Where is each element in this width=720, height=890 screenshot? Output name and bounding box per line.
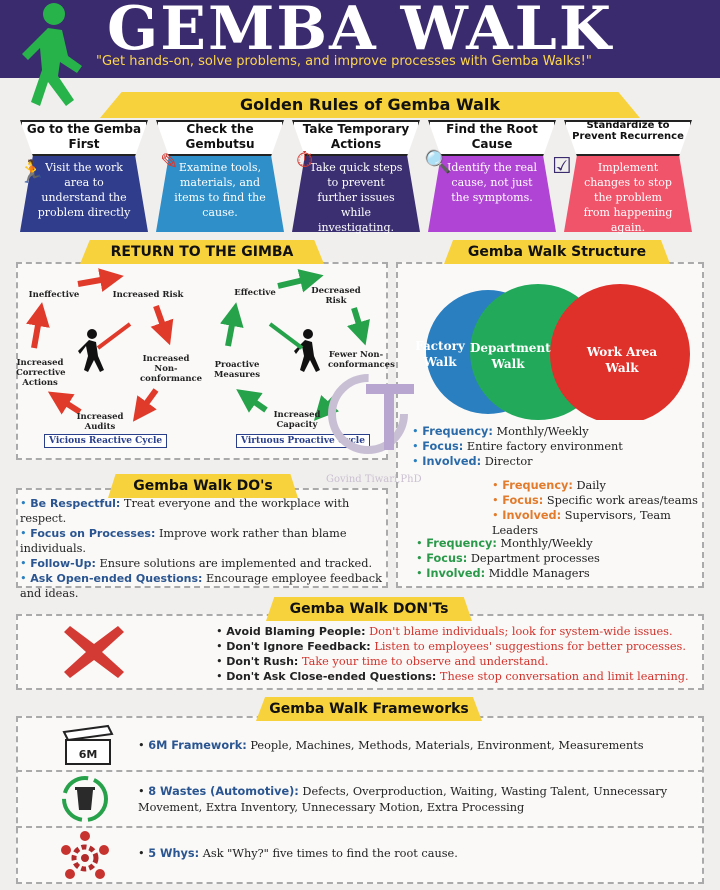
dos-item: • Ask Open-ended Questions: Encourage em…: [20, 572, 382, 600]
factory-frequency: • Frequency: Monthly/Weekly: [412, 425, 589, 438]
red-x-icon: [64, 626, 124, 678]
frameworks-panel: [16, 716, 704, 884]
golden-rule-title: Standardize to Prevent Recurrence: [572, 120, 684, 142]
virtuous-step-decreased-risk: Decreased Risk: [311, 286, 361, 306]
watermark-logo: [328, 374, 414, 454]
vicious-cycle-arrows: [26, 268, 174, 422]
golden-rule-text: Visit the work area to understand the pr…: [37, 161, 131, 219]
golden-rule-text: Implement changes to stop the problem fr…: [583, 161, 673, 234]
vicious-step-increased-risk: Increased Risk: [112, 290, 184, 300]
header: GEMBA WALK "Get hands-on, solve problems…: [0, 0, 720, 106]
6m-box-icon: 6M: [62, 724, 114, 765]
vicious-step-increased-corrective-actions: Increased Corrective Actions: [16, 358, 66, 388]
factory-walk-label: Factory Walk: [415, 339, 465, 369]
golden-rule-body: [564, 156, 692, 232]
return-to-gimba-title: RETURN TO THE GIMBA: [80, 240, 324, 264]
6m-icon-text: 6M: [79, 748, 98, 761]
dos-item: • Be Respectful: Treat everyone and the …: [20, 497, 350, 525]
donts-item: • Don't Ignore Feedback: Listen to emplo…: [216, 640, 686, 653]
dos-item: • Follow-Up: Ensure solutions are implem…: [20, 557, 373, 570]
golden-rule-header: [156, 120, 284, 156]
golden-rule-title: Check the Gembutsu: [185, 122, 255, 151]
recycle-bin-icon: [62, 776, 108, 822]
framework-5-whys: • 5 Whys: Ask "Why?" five times to find …: [138, 847, 458, 860]
structure-title: Gemba Walk Structure: [444, 240, 670, 264]
golden-rule-header: [428, 120, 556, 156]
dos-title: Gemba Walk DO's: [108, 474, 298, 498]
golden-rules-title: Golden Rules of Gemba Walk: [100, 92, 640, 118]
virtuous-step-effective: Effective: [234, 288, 276, 298]
department-walk-details: • Frequency: Monthly/Weekly • Focus: Dep…: [416, 536, 686, 581]
return-to-gimba-panel: [16, 262, 388, 460]
frameworks-title: Gemba Walk Frameworks: [256, 697, 482, 721]
dos-item: • Focus on Processes: Improve work rathe…: [20, 527, 347, 555]
donts-item: • Don't Rush: Take your time to observe …: [216, 655, 549, 668]
donts-title: Gemba Walk DON'Ts: [266, 597, 472, 621]
golden-rule-text: Examine tools, materials, and items to f…: [174, 161, 266, 219]
page-title: GEMBA WALK: [107, 0, 613, 64]
golden-rule-body: [20, 156, 148, 232]
magnifier-icon: 🔍: [424, 150, 452, 175]
golden-rule-text: Take quick steps to prevent further issu…: [309, 161, 403, 234]
golden-rule-text: Identify the real cause, not just the sy…: [446, 161, 538, 204]
walking-person-icon: [22, 3, 82, 106]
factory-walk-details: • Frequency: Monthly/Weekly • Focus: Ent…: [412, 424, 692, 469]
inspect-icon: ✎: [160, 150, 179, 175]
donts-item: • Don't Ask Close-ended Questions: These…: [216, 670, 689, 683]
factory-focus: • Focus: Entire factory environment: [412, 440, 623, 453]
golden-rule-title: Take Temporary Actions: [302, 122, 410, 151]
virtuous-step-increased-capacity: Increased Capacity: [273, 410, 321, 430]
work-area-walk-label: Work Area Walk: [586, 345, 658, 375]
work-area-walk-circle: [550, 284, 690, 420]
department-focus: • Focus: Department processes: [416, 552, 600, 565]
golden-rule-body: [292, 156, 420, 232]
department-involved: • Involved: Middle Managers: [416, 567, 590, 580]
person-with-sword-icon: [268, 322, 320, 372]
work-area-frequency: • Frequency: Daily: [492, 479, 606, 492]
work-area-involved: • Involved: Supervisors, Team Leaders: [492, 509, 671, 537]
dos-list: • Be Respectful: Treat everyone and the …: [20, 496, 386, 601]
structure-venn: [426, 284, 690, 420]
vicious-step-increased-nonconformance: Increased Non-conformance: [140, 354, 203, 384]
framework-divider: [16, 770, 704, 772]
virtuous-step-proactive-measures: Proactive Measures: [214, 360, 260, 380]
golden-rule-body: [428, 156, 556, 232]
work-area-walk-details: • Frequency: Daily • Focus: Specific wor…: [492, 478, 702, 538]
vicious-step-increased-audits: Increased Audits: [76, 412, 124, 432]
stopwatch-icon: ⏱: [296, 148, 314, 173]
work-area-focus: • Focus: Specific work areas/teams: [492, 494, 698, 507]
framework-divider: [16, 826, 704, 828]
virtuous-step-fewer-nonconformances: Fewer Non-conformances: [328, 350, 395, 370]
donts-item: • Avoid Blaming People: Don't blame indi…: [216, 625, 673, 638]
checklist-icon: ☑: [552, 154, 572, 179]
department-frequency: • Frequency: Monthly/Weekly: [416, 537, 593, 550]
framework-6m: • 6M Framework: People, Machines, Method…: [138, 739, 644, 752]
framework-8-wastes: • 8 Wastes (Automotive): Defects, Overpr…: [138, 785, 668, 814]
exit-run-icon: 🏃: [18, 160, 46, 185]
golden-rule-title: Find the Root Cause: [446, 122, 538, 151]
donts-list: • Avoid Blaming People: Don't blame indi…: [216, 624, 700, 684]
watermark-name: Govind Tiwari,PhD: [326, 474, 422, 485]
person-with-sword-icon: [78, 322, 132, 372]
page-subtitle: "Get hands-on, solve problems, and impro…: [96, 54, 592, 69]
five-whys-gear-icon: [61, 831, 109, 879]
golden-rule-title: Go to the Gemba First: [26, 122, 142, 151]
factory-involved: • Involved: Director: [412, 455, 533, 468]
vicious-step-ineffective: Ineffective: [28, 290, 80, 300]
department-walk-label: Department Walk: [470, 341, 551, 371]
vicious-cycle-tag: Vicious Reactive Cycle: [44, 434, 168, 448]
golden-rule-body: [156, 156, 284, 232]
